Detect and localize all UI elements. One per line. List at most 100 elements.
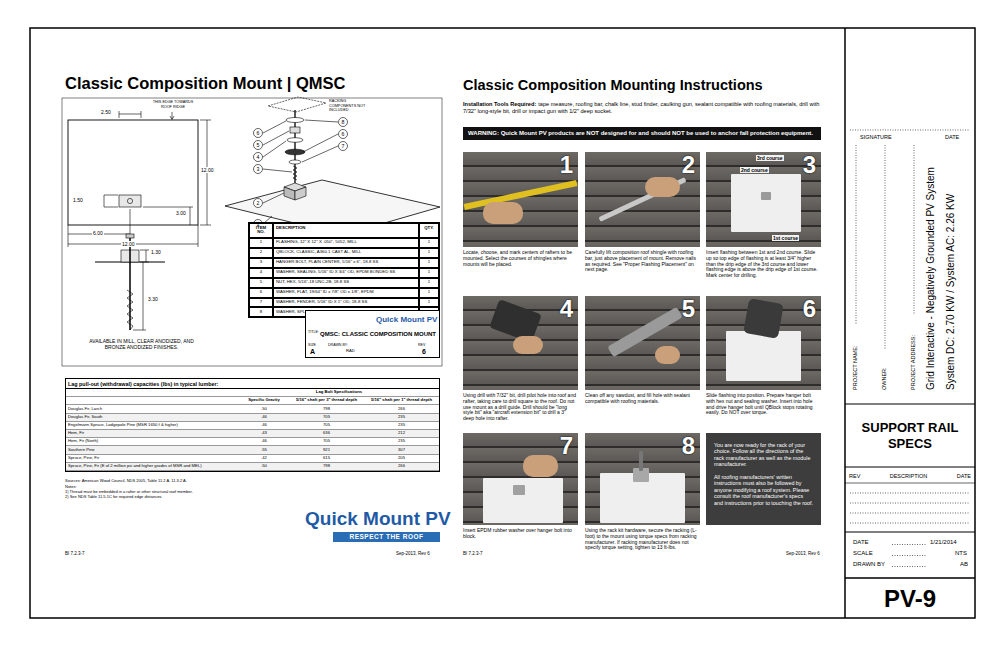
photo-shape [726,331,801,381]
table-cell: Spruce, Pine, Fir [66,455,239,463]
table-cell: Douglas Fir, Larch [66,405,239,413]
table-cell: 5 [249,278,273,288]
photo-shape [523,455,558,477]
photo-shape [655,346,680,364]
table-cell: 235 [364,422,439,430]
label-text: 12.00 [200,167,215,173]
step-number: 7 [560,433,573,459]
table-cell: .43 [239,430,289,438]
label-text: 2.50 [101,109,111,115]
photo-shape [513,485,525,495]
warning-band: WARNING: Quick Mount PV products are NOT… [463,127,821,140]
table-cell: .46 [239,414,289,422]
table-cell: Engelmann Spruce, Lodgepole Pine (MSR 16… [66,422,239,430]
photo-shape [645,177,680,197]
table-cell: 1 [419,268,439,278]
label-text: 6.00 [92,230,104,236]
label-text: Classic Composition Mounting Instruction… [463,77,763,94]
title-block-text: QMSC: CLASSIC COMPOSITION MOUNT [320,331,436,338]
label-text: BI 7.2.3-7 [463,551,483,556]
table-cell: 1 [249,238,273,248]
label-text: 2) See NDS Table 11.5.1C for required ed… [65,495,162,500]
callout-number: 5 [252,142,264,148]
table-cell: 4 [249,268,273,278]
table-cell: 1 [419,248,439,258]
step-caption: Locate, choose, and mark centers of raft… [463,250,578,267]
table-cell: .46 [239,438,289,446]
table-cell: 1 [419,288,439,298]
photo-shape [639,451,643,471]
table-cell: 615 [289,455,364,463]
table-cell: 1 [419,258,439,268]
table-cell: Spruce, Pine, Fir (E of 2 million psi an… [66,463,239,471]
table-cell: 705 [289,414,364,422]
lag-table: Lag pull-out (withdrawal) capacities (lb… [65,378,440,472]
table-cell: 1 [419,298,439,308]
title-block-field: PROJECT ADDRESS: [910,335,917,390]
title-block-field: PROJECT NAME: [852,345,859,390]
step-caption: Insert flashing between 1st and 2nd cour… [706,250,821,279]
photo-shape [743,298,784,339]
table-cell: WASHER, FLAT, 19/64" ID x 7/8" OD x 1/8"… [273,288,419,298]
photo-annotation: 2nd course [740,167,769,173]
label-text: 12.00 [121,241,136,247]
step-number: 3 [803,152,816,178]
step-number: 6 [803,296,816,322]
table-cell: 2 [249,248,273,258]
title-block-field: Grid Interactive - Negatively Grounded P… [925,167,937,390]
callout-number: 8 [337,119,349,125]
photo-annotation: 3rd course [756,155,784,161]
table-cell: Douglas Fir, South [66,414,239,422]
label-text: SCALE [853,550,873,557]
table-header: 5/16" shaft per 1" thread depth [364,397,439,405]
label-text: 3.30 [148,296,158,302]
step-caption: Slide flashing into position. Prepare ha… [706,393,821,416]
table-cell: QBLOCK, CLASSIC, A360.1 CAST AL, MILL [273,248,419,258]
step-panel: 2Carefully lift composition roof shingle… [585,152,700,273]
step-panel: 4Using drill with 7/32" bit, drill pilot… [463,296,578,422]
table-cell: 235 [364,414,439,422]
title-block-text: TITLE: [308,330,319,334]
title-block-text: REV [418,343,425,347]
label-text: DRAWN BY [853,561,885,568]
table-cell: WASHER, FENDER, 5/16" ID X 1" OD, 18-8 S… [273,298,419,308]
label-text: 1/21/2014 [930,539,957,546]
step-number: 1 [560,152,573,178]
step-panel: 33rd course2nd course1st courseInsert fl… [706,152,821,279]
label-text: DATE [945,134,959,141]
table-cell: 235 [364,438,439,446]
table-blank-cell [66,397,239,405]
table-cell: .42 [239,455,289,463]
table-cell: Hem, Fir (North) [66,438,239,446]
label-text: BI 7.2.3-7 [65,551,85,556]
table-cell: 1 [419,278,439,288]
table-cell: 307 [364,446,439,454]
table-cell: WASHER, SEALING, 5/16" ID X 3/4" OD, EPD… [273,268,419,278]
step-number: 2 [682,152,695,178]
label-text: THIS EDGE TOWARDS ROOF RIDGE [148,100,198,109]
table-cell: 8 [249,307,273,317]
step-number: 5 [682,296,695,322]
table-header: Lag Bolt Specifications [239,389,439,397]
label-text: SIGNATURE [860,134,892,141]
photo-shape [761,192,771,200]
step-panel: 5Clean off any sawdust, and fill hole wi… [585,296,700,405]
step-panel: 6Slide flashing into position. Prepare h… [706,296,821,416]
title-block-text: Quick Mount PV [376,315,437,324]
table-cell: Southern Pine [66,446,239,454]
table-cell: DESCRIPTION [273,223,419,238]
title-block-cell: PV-9 [845,580,975,617]
table-cell: QTY. [419,223,439,238]
title-block-text: A [310,348,315,356]
table-cell: 266 [364,405,439,413]
table-cell: .55 [239,446,289,454]
photo-shape [731,174,801,232]
label-text: AB [960,561,968,568]
table-title: Lag pull-out (withdrawal) capacities (lb… [66,379,439,389]
sheet-title: SUPPORT RAIL SPECS [853,420,967,453]
table-cell: 7 [249,298,273,308]
callout-number: 6 [252,130,264,136]
revision-header: REVDESCRIPTIONDATE [845,470,975,482]
callout-number: 1 [252,221,264,227]
